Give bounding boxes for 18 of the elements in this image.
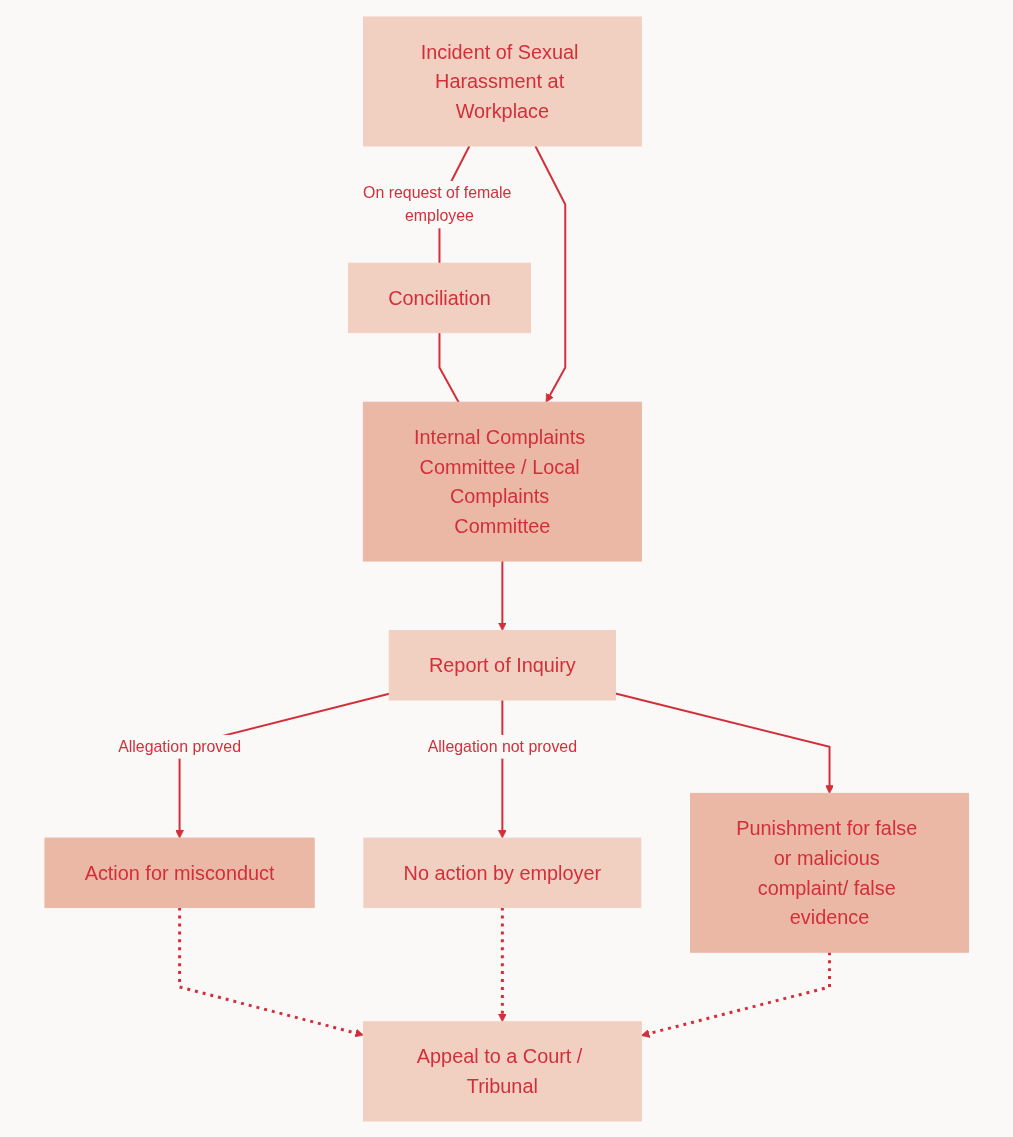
node-box: Appeal to a Court / Tribunal [362, 1020, 642, 1122]
node-box: Action for misconduct [44, 837, 315, 908]
node-box: Incident of Sexual Harassment at Workplace [362, 15, 642, 146]
arrow [614, 691, 834, 794]
edge-label: Allegation proved [117, 737, 241, 755]
node-box: Report of Inquiry [388, 629, 616, 701]
edge-label: Allegation not proved [427, 737, 577, 755]
arrow [177, 907, 364, 1037]
node-box: No action by employer [363, 837, 642, 908]
arrow [640, 951, 831, 1038]
edge-label: On request of female employee [362, 183, 512, 224]
node-box: Conciliation [347, 262, 531, 333]
node-box: Punishment for false or malicious complaint/ false evidence [689, 792, 969, 953]
arrow [497, 559, 507, 631]
arrow [497, 907, 507, 1022]
connector [438, 331, 460, 403]
node-box: Internal Complaints Committee / Local Complaints Committee [362, 401, 642, 562]
arrow [534, 144, 567, 403]
